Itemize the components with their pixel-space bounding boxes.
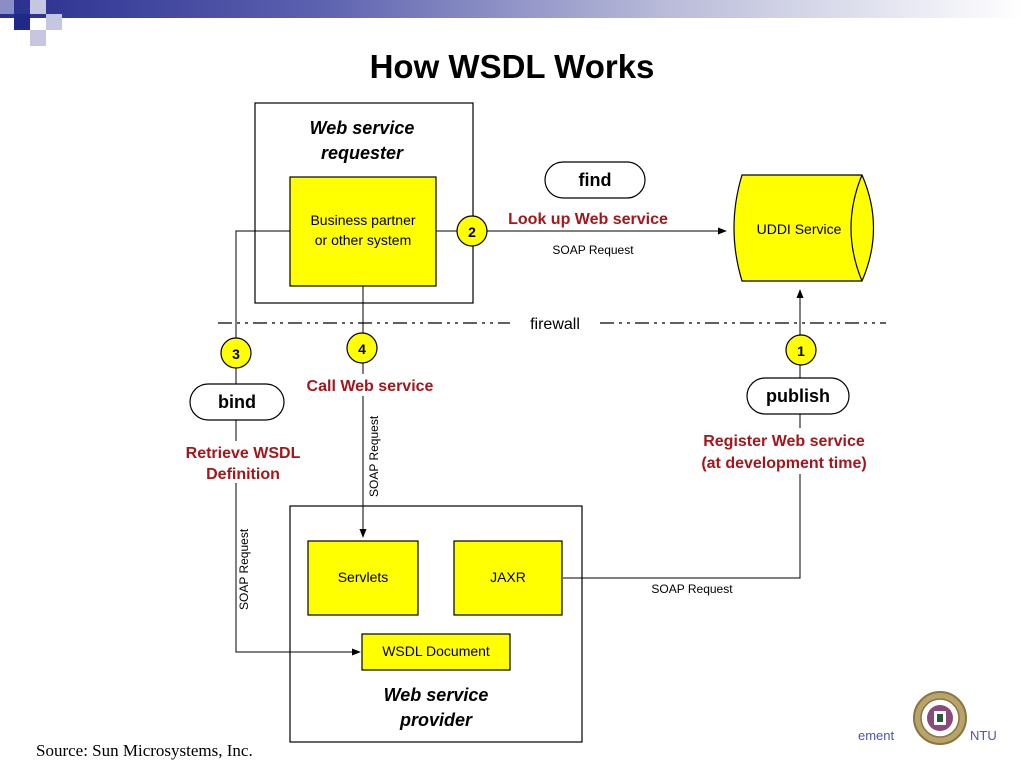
retrieve-label-bg bbox=[176, 441, 312, 483]
header-square-dark bbox=[14, 14, 30, 30]
source-credit: Source: Sun Microsystems, Inc. bbox=[36, 741, 253, 760]
soap-request-mid: SOAP Request bbox=[367, 415, 381, 497]
call-label-bg bbox=[296, 374, 444, 396]
step-1-circle bbox=[785, 334, 817, 366]
footer-course-text: ement bbox=[858, 728, 895, 743]
requester-title-line2: requester bbox=[321, 143, 404, 163]
jaxr-box bbox=[453, 540, 563, 616]
step-4-circle bbox=[346, 332, 378, 364]
bind-label: bind bbox=[218, 392, 256, 412]
wsdl-document-box bbox=[361, 633, 511, 671]
provider-title-line2: provider bbox=[399, 710, 473, 730]
step-2-label: 2 bbox=[468, 224, 476, 240]
register-line2: (at development time) bbox=[701, 455, 866, 472]
slide-title: How WSDL Works bbox=[369, 48, 655, 85]
soap-request-bottom: SOAP Request bbox=[651, 582, 733, 596]
business-partner-line2: or other system bbox=[315, 232, 411, 248]
servlets-label: Servlets bbox=[338, 569, 389, 585]
publish-label: publish bbox=[766, 386, 830, 406]
bind-pill bbox=[189, 383, 285, 421]
business-partner-line1: Business partner bbox=[310, 212, 415, 228]
register-label-bg bbox=[688, 428, 882, 474]
find-label: find bbox=[579, 170, 612, 190]
uddi-cylinder-rim bbox=[850, 174, 863, 282]
servlets-box bbox=[307, 540, 419, 616]
header-square-mid bbox=[0, 0, 14, 14]
firewall-label: firewall bbox=[530, 316, 580, 333]
university-seal-logo bbox=[913, 691, 967, 745]
step-3-circle bbox=[220, 337, 252, 369]
requester-title-line1: Web service bbox=[310, 118, 415, 138]
soap-request-top: SOAP Request bbox=[552, 243, 634, 257]
wsdl-document-label: WSDL Document bbox=[382, 643, 490, 659]
step-3-label: 3 bbox=[232, 346, 240, 362]
soap-mid-bg bbox=[364, 400, 382, 498]
soap-request-left: SOAP Request bbox=[237, 528, 251, 610]
register-line1: Register Web service bbox=[703, 433, 865, 450]
header-square-light bbox=[46, 14, 62, 30]
header-gradient-bar bbox=[0, 0, 1024, 18]
uddi-label: UDDI Service bbox=[757, 221, 842, 237]
requester-box bbox=[254, 102, 474, 304]
footer-ntu-text: NTU bbox=[970, 728, 997, 743]
publish-pill bbox=[746, 377, 850, 415]
lookup-label: Look up Web service bbox=[508, 211, 668, 228]
retrieve-line1: Retrieve WSDL bbox=[186, 445, 301, 462]
provider-box bbox=[289, 505, 583, 743]
header-square-light bbox=[30, 30, 46, 46]
find-pill bbox=[544, 161, 646, 199]
jaxr-label: JAXR bbox=[490, 569, 526, 585]
retrieve-line2: Definition bbox=[206, 466, 280, 483]
step-2-circle bbox=[456, 215, 488, 247]
step-4-label: 4 bbox=[358, 341, 366, 357]
call-web-service-label: Call Web service bbox=[307, 378, 434, 395]
header-square-light bbox=[30, 0, 46, 14]
step-1-label: 1 bbox=[797, 343, 805, 359]
provider-title-line1: Web service bbox=[384, 685, 489, 705]
